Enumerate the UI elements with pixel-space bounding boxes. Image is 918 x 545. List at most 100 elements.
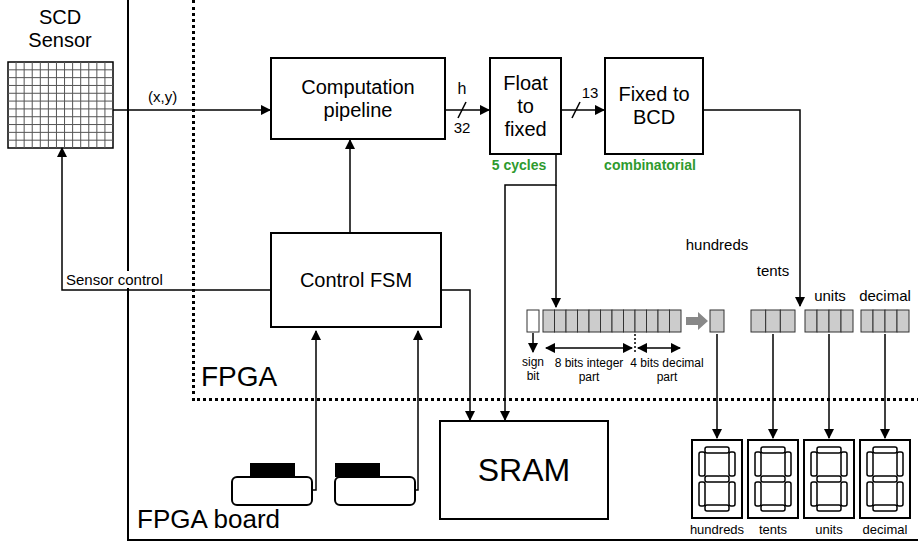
- bit-cell: [578, 310, 590, 332]
- connector: [62, 148, 270, 290]
- bit-cell: [624, 310, 636, 332]
- digit-label: decimal: [859, 287, 911, 304]
- edge-label: (x,y): [146, 88, 179, 105]
- box-label: Fixed to BCD: [606, 83, 702, 129]
- seven-segment-displays: [692, 440, 910, 518]
- grid-line: [64, 62, 65, 148]
- display-segment: [817, 447, 841, 453]
- bit-cell: [658, 310, 670, 332]
- grid-line: [8, 124, 113, 125]
- bit-cell: [670, 310, 682, 332]
- grid-line: [40, 62, 41, 148]
- grid-line: [8, 85, 113, 86]
- grid-line: [80, 62, 81, 148]
- edge-label: Sensor control: [64, 271, 165, 288]
- bit-cell: [710, 310, 724, 332]
- bit-cell: [841, 310, 853, 332]
- display-segment: [817, 476, 841, 482]
- grid-line: [56, 62, 57, 148]
- display-segment: [761, 505, 785, 511]
- bit-cell: [555, 310, 567, 332]
- display-segment: [755, 482, 761, 506]
- display-frame: [692, 440, 742, 518]
- display-label: tents: [759, 523, 787, 538]
- bit-cell: [566, 310, 578, 332]
- grid-line: [96, 62, 97, 148]
- grid-line: [8, 140, 113, 141]
- sensor-label: SCD Sensor: [20, 6, 100, 52]
- bit-cell: [543, 310, 555, 332]
- bit-cell: [612, 310, 624, 332]
- display-label: units: [815, 523, 842, 538]
- grid-line: [8, 108, 113, 109]
- digit-wire: [716, 334, 718, 438]
- grid-line: [88, 62, 89, 148]
- board-region: FPGA boardFPGAComputation pipelineFloat …: [127, 0, 918, 541]
- grid-line: [32, 62, 33, 148]
- display-segment: [811, 482, 817, 506]
- box-label: Float to fixed: [491, 72, 560, 141]
- display-segment: [873, 447, 897, 453]
- digit-wires: [717, 334, 885, 438]
- display-label: decimal: [863, 523, 908, 538]
- field-label: 8 bits integer part: [552, 357, 626, 385]
- bit-cell: [647, 310, 659, 332]
- field-label: sign bit: [516, 356, 550, 384]
- display-frame: [860, 440, 910, 518]
- grid-line: [24, 62, 25, 148]
- region-label: FPGA board: [137, 504, 280, 535]
- bit-cell: [873, 310, 885, 332]
- sensor-array: SCD Sensor: [8, 4, 113, 148]
- display-segment: [867, 482, 873, 506]
- display-segment: [785, 482, 791, 506]
- display-segment: [841, 482, 847, 506]
- grid-line: [8, 101, 113, 102]
- bit-cell: [766, 310, 781, 332]
- digit-label: tents: [757, 262, 790, 279]
- display-segment: [705, 476, 729, 482]
- bus-name: h: [458, 80, 467, 98]
- digit-label: units: [814, 287, 846, 304]
- display-segment: [867, 452, 873, 476]
- grid-line: [16, 62, 17, 148]
- bit-cell: [897, 310, 909, 332]
- process-box: Computation pipeline: [270, 57, 446, 140]
- control-box: Control FSM: [270, 232, 442, 328]
- display-frame: [804, 440, 854, 518]
- bit-cell: [829, 310, 841, 332]
- connector: [562, 109, 604, 111]
- display-segment: [705, 505, 729, 511]
- sign-cell: [527, 310, 539, 332]
- bus-width: 13: [582, 84, 599, 101]
- push-button: [232, 463, 415, 505]
- display-segment: [897, 452, 903, 476]
- display-segment: [761, 447, 785, 453]
- display-segment: [873, 505, 897, 511]
- display-segment: [755, 452, 761, 476]
- display-segment: [811, 452, 817, 476]
- digit-wire: [884, 334, 886, 438]
- grid-line: [8, 69, 113, 70]
- grid-line: [48, 62, 49, 148]
- bit-cell: [589, 310, 601, 332]
- digit-label: hundreds: [686, 236, 749, 253]
- display-segment: [785, 452, 791, 476]
- display-segment: [699, 452, 705, 476]
- process-box: Fixed to BCD: [604, 57, 704, 155]
- display-segment: [729, 452, 735, 476]
- display-segment: [841, 452, 847, 476]
- display-label: hundreds: [690, 523, 744, 538]
- bit-cell: [601, 310, 613, 332]
- bit-cell: [817, 310, 829, 332]
- fpga-region: FPGAComputation pipelineFloat to fixedFi…: [192, 0, 918, 401]
- display-segment: [705, 447, 729, 453]
- grid-line: [8, 77, 113, 78]
- gray-arrow: [686, 312, 708, 330]
- grid-line: [72, 62, 73, 148]
- bit-cell: [635, 310, 647, 332]
- process-box: Float to fixed: [489, 57, 562, 155]
- connector: [349, 140, 351, 232]
- display-segment: [699, 482, 705, 506]
- bit-cell: [885, 310, 897, 332]
- box-label: Computation pipeline: [272, 76, 444, 122]
